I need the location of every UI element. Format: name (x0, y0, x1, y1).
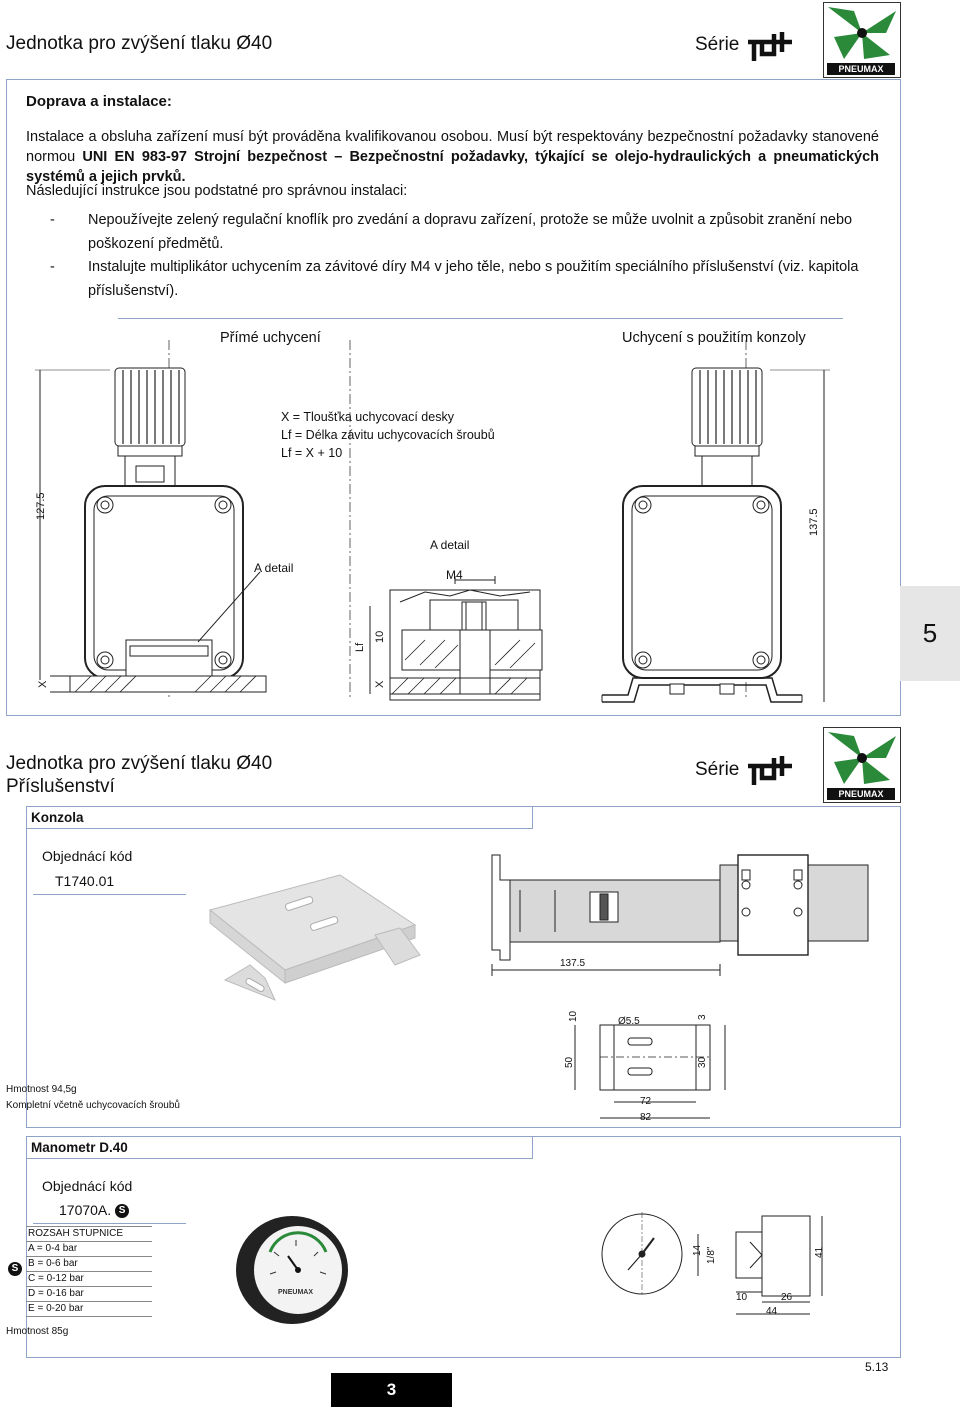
transport-paragraph: Instalace a obsluha zařízení musí být pr… (26, 127, 879, 187)
range-a: A = 0-4 bar (26, 1242, 152, 1257)
konzola-weight: Hmotnost 94,5g (6, 1084, 77, 1095)
gauge-dim-thread: 1/8" (706, 1246, 717, 1264)
bracket-dim-50: 50 (564, 1056, 575, 1068)
mounting-drawing (35, 340, 830, 703)
gauge-image (236, 1216, 348, 1324)
ten-label: 10 (374, 630, 386, 643)
drawing-legend: X = Tloušťka uchycovací desky Lf = Délka… (281, 408, 495, 462)
gauge-dim-10: 10 (736, 1292, 748, 1303)
bracket-drawing (491, 854, 869, 1119)
logo-text-2: PNEUMAX (827, 788, 895, 800)
manometr-code: 17070A. (59, 1202, 112, 1218)
manometr-weight: Hmotnost 85g (6, 1326, 69, 1337)
a-detail-label-left: A detail (254, 561, 294, 575)
serie-symbol-icon (748, 32, 792, 61)
a-detail-label-mid: A detail (430, 538, 470, 552)
m4-label: M4 (446, 568, 463, 582)
page-box: 3 (331, 1373, 452, 1407)
bullet-dash-2: - (50, 259, 55, 275)
divider (118, 318, 843, 319)
konzola-code-box: T1740.01 (33, 868, 186, 895)
range-s-badge: S (8, 1262, 22, 1276)
range-e: E = 0-20 bar (26, 1302, 152, 1317)
accessories-title: Jednotka pro zvýšení tlaku Ø40 Příslušen… (6, 752, 272, 798)
page-title: Jednotka pro zvýšení tlaku Ø40 (6, 33, 273, 54)
bracket-mount-title: Uchycení s použitím konzoly (622, 330, 806, 346)
gauge-dim-26: 26 (781, 1292, 793, 1303)
serie-symbol-icon-2 (748, 756, 792, 785)
bracket-dim-72: 72 (640, 1096, 652, 1107)
para-standard: UNI EN 983-97 Strojní bezpečnost – Bezpe… (26, 149, 879, 185)
logo-pinwheel-icon-2 (828, 732, 896, 784)
serie-label: Série (695, 34, 740, 55)
gauge-brand: PNEUMAX (278, 1289, 314, 1296)
x-label-mid: X (374, 680, 386, 688)
page-number: 5.13 (865, 1360, 889, 1374)
manometr-code-box: 17070A. S (33, 1197, 186, 1224)
konzola-code: T1740.01 (55, 873, 115, 889)
pneumax-logo-2: PNEUMAX (823, 727, 901, 803)
dim-127-5: 127.5 (35, 492, 47, 520)
bracket-dim-10: 10 (568, 1010, 579, 1022)
bracket-dim-82: 82 (640, 1112, 652, 1123)
bullet-2: Instalujte multiplikátor uchycením za zá… (88, 255, 888, 303)
konzola-note: Kompletní včetně uchycovacích šroubů (6, 1100, 180, 1111)
range-c: C = 0-12 bar (26, 1272, 152, 1287)
legend-x: X = Tloušťka uchycovací desky (281, 410, 454, 424)
legend-lf: Lf = Délka závitu uchycovacích šroubů (281, 428, 495, 442)
range-table: ROZSAH STUPNICE A = 0-4 bar B = 0-6 bar … (26, 1226, 152, 1317)
bullet-1: Nepoužívejte zelený regulační knoflík pr… (88, 208, 888, 256)
logo-pinwheel-icon (828, 7, 896, 59)
accessories-title-line2: Příslušenství (6, 776, 115, 797)
para-instructions: Následující instrukce jsou podstatné pro… (26, 183, 408, 199)
range-d: D = 0-16 bar (26, 1287, 152, 1302)
para-intro: Instalace a obsluha zařízení musí být pr… (26, 129, 879, 165)
bullet-dash-1: - (50, 212, 55, 228)
gauge-dim-41: 41 (814, 1246, 825, 1258)
gauge-dim-44: 44 (766, 1306, 778, 1317)
x-label-left: X (37, 680, 49, 688)
pneumax-logo: PNEUMAX (823, 2, 901, 78)
bullet-2-line1: Instalujte multiplikátor uchycením za zá… (88, 259, 859, 275)
bracket-dim-137: 137.5 (560, 958, 586, 969)
bracket-dim-30: 30 (697, 1056, 708, 1068)
manometr-heading: Manometr D.40 (26, 1136, 533, 1159)
manometr-order-label: Objednácí kód (42, 1178, 133, 1194)
transport-title: Doprava a instalace: (26, 93, 172, 110)
bracket-image (208, 874, 421, 1001)
konzola-order-label: Objednácí kód (42, 848, 133, 864)
lf-label: Lf (354, 642, 366, 652)
manometr-code-wrap: 17070A. S (33, 1197, 186, 1223)
direct-mount-title: Přímé uchycení (220, 330, 321, 346)
range-b: B = 0-6 bar (26, 1257, 152, 1272)
dim-137-5: 137.5 (808, 508, 820, 536)
bullet-1-line1: Nepoužívejte zelený regulační knoflík pr… (88, 212, 853, 228)
bracket-dim-hole: Ø5.5 (618, 1016, 640, 1027)
konzola-heading: Konzola (26, 806, 533, 829)
chapter-tab: 5 (900, 586, 960, 681)
bullet-2-line2: příslušenství). (88, 283, 179, 299)
code-s-badge: S (115, 1204, 130, 1219)
gauge-dim-14: 14 (692, 1244, 703, 1256)
bullet-1-line2: poškození předmětů. (88, 236, 224, 252)
bracket-dim-3: 3 (697, 1014, 708, 1020)
logo-text: PNEUMAX (827, 63, 895, 75)
legend-formula: Lf = X + 10 (281, 446, 343, 460)
accessories-title-line1: Jednotka pro zvýšení tlaku Ø40 (6, 753, 273, 774)
gauge-drawing (601, 1212, 823, 1315)
range-title: ROZSAH STUPNICE (26, 1227, 152, 1242)
serie-label-2: Série (695, 759, 740, 780)
